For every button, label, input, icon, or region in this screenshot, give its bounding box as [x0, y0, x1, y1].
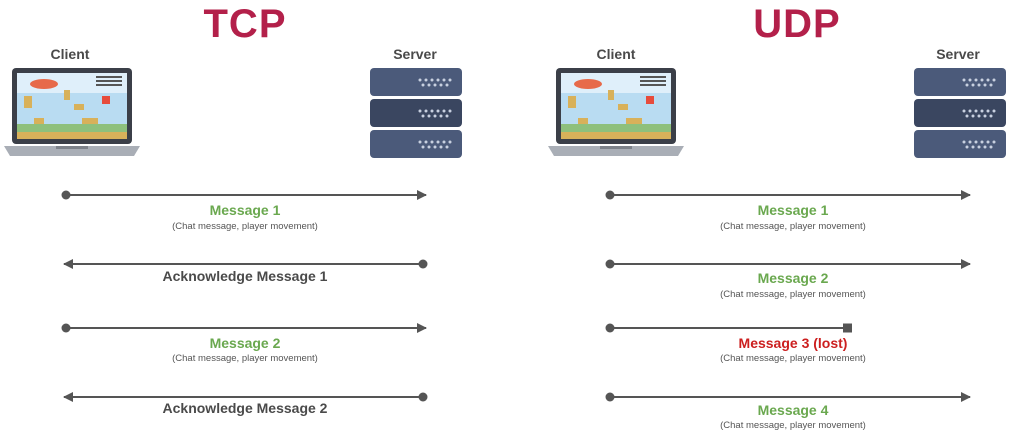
udp-msg3-sub: (Chat message, player movement)	[720, 353, 866, 364]
tcp-msg1-arrow	[61, 190, 427, 200]
laptop-game-icon	[548, 68, 684, 156]
tcp-server-label: Server	[393, 46, 437, 62]
udp-msg2-arrow	[605, 259, 971, 269]
udp-server-label: Server	[936, 46, 980, 62]
tcp-msg2-sub: (Chat message, player movement)	[172, 353, 318, 364]
udp-msg4-title: Message 4	[757, 402, 829, 418]
udp-title: UDP	[753, 2, 841, 46]
udp-msg1-arrow	[605, 190, 971, 200]
udp-msg3-lost-arrow	[605, 323, 852, 333]
tcp-msg1-title: Message 1	[209, 202, 281, 218]
udp-msg4-arrow	[605, 392, 971, 402]
server-rack-icon	[914, 68, 1006, 158]
tcp-ack2-label: Acknowledge Message 2	[162, 400, 328, 416]
tcp-msg1-sub: (Chat message, player movement)	[172, 221, 318, 232]
tcp-ack1-label: Acknowledge Message 1	[162, 268, 328, 284]
udp-msg2-sub: (Chat message, player movement)	[720, 289, 866, 300]
tcp-ack1-arrow	[63, 259, 428, 269]
tcp-msg2-arrow	[61, 323, 427, 333]
tcp-title: TCP	[203, 2, 287, 46]
udp-msg1-sub: (Chat message, player movement)	[720, 221, 866, 232]
laptop-game-icon	[4, 68, 140, 156]
tcp-msg2-title: Message 2	[209, 335, 281, 351]
udp-msg3-title: Message 3 (lost)	[738, 335, 848, 351]
udp-client-label: Client	[596, 46, 636, 62]
udp-msg1-title: Message 1	[757, 202, 829, 218]
udp-msg4-sub: (Chat message, player movement)	[720, 420, 866, 431]
tcp-ack2-arrow	[63, 392, 428, 402]
tcp-client-label: Client	[50, 46, 90, 62]
server-rack-icon	[370, 68, 462, 158]
udp-msg2-title: Message 2	[757, 270, 829, 286]
